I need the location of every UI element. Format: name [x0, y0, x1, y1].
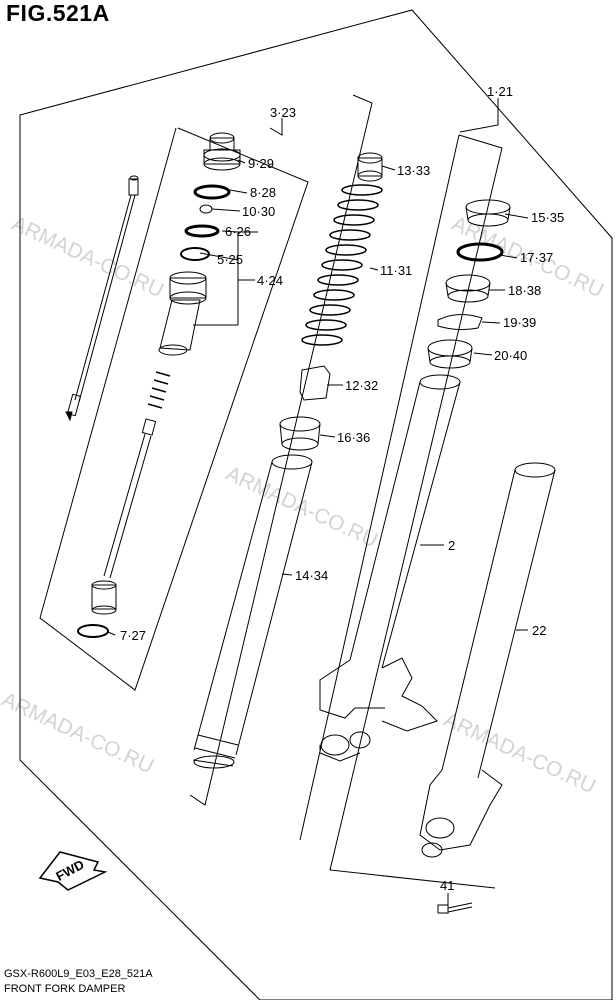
part-15-35-ring — [465, 199, 511, 227]
callout-17-37: 17·37 — [520, 250, 553, 265]
leader-4-24 — [237, 231, 258, 281]
part-11-31-spring — [301, 184, 383, 346]
callout-6-26: 6·26 — [225, 224, 251, 239]
outer-boundary — [19, 9, 613, 1000]
callout-14-34: 14·34 — [295, 568, 328, 583]
fwd-arrow-icon — [38, 851, 108, 891]
part-7-27-ring — [77, 624, 109, 638]
callout-9-29: 9·29 — [248, 156, 274, 171]
callout-20-40: 20·40 — [494, 348, 527, 363]
callout-22: 22 — [532, 623, 546, 638]
part-9-29-cap — [203, 132, 241, 171]
callout-41: 41 — [440, 878, 454, 893]
callout-7-27: 7·27 — [120, 628, 146, 643]
callout-12-32: 12·32 — [345, 378, 378, 393]
part-12-32-spacer — [299, 365, 331, 401]
leader-3-23 — [269, 118, 283, 136]
callout-1-21: 1·21 — [487, 84, 513, 99]
lower-rod — [91, 418, 157, 615]
part-18-38-bushing — [445, 274, 491, 303]
subassembly-right-border — [329, 134, 503, 889]
part-6-26-ring — [184, 224, 220, 238]
callout-15-35: 15·35 — [531, 210, 564, 225]
part-5-25-ring — [180, 247, 210, 261]
callout-16-36: 16·36 — [337, 430, 370, 445]
part-2-outer-tube — [319, 374, 461, 762]
part-16-36-collar — [279, 416, 321, 451]
fwd-label: FWD — [53, 857, 86, 884]
figure-title: FIG.521A — [6, 0, 110, 26]
part-10-30-nut — [199, 204, 213, 214]
callout-10-30: 10·30 — [242, 204, 275, 219]
part-20-40-seal — [427, 339, 473, 369]
part-4-24-cartridge — [158, 271, 207, 356]
part-17-37-ring — [456, 242, 504, 262]
callout-19-39: 19·39 — [503, 315, 536, 330]
subassembly-center-border — [189, 94, 373, 806]
callout-3-23: 3·23 — [270, 105, 296, 120]
diagram-name: FRONT FORK DAMPER — [4, 983, 126, 995]
part-14-34-tube — [192, 454, 313, 769]
callout-11-31: 11·31 — [380, 263, 412, 278]
small-spring — [147, 371, 171, 409]
callout-18-38: 18·38 — [508, 283, 541, 298]
part-19-39-clip — [437, 314, 483, 331]
part-22-outer-tube — [419, 462, 556, 858]
model-code: GSX-R600L9_E03_E28_521A — [4, 968, 153, 980]
callout-4-24: 4·24 — [257, 273, 283, 288]
part-8-28-ring — [193, 184, 231, 200]
part-13-33-cap — [357, 152, 383, 182]
callout-5-25: 5·25 — [217, 252, 243, 267]
callout-2: 2 — [448, 538, 455, 553]
callout-8-28: 8·28 — [250, 185, 276, 200]
leader-1-21 — [459, 98, 499, 133]
subassembly-3-23-border — [39, 127, 309, 691]
damper-rod — [65, 175, 139, 422]
part-41-bolt — [437, 902, 473, 914]
callout-13-33: 13·33 — [397, 163, 430, 178]
